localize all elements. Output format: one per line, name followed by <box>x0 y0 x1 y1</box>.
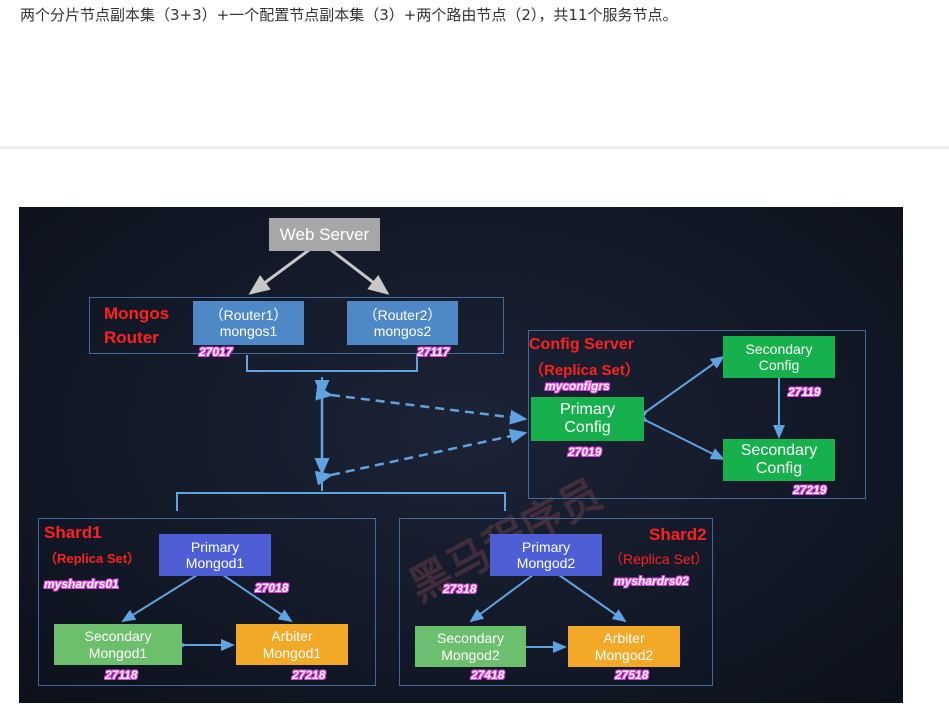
config-primary-secondary2-arrow <box>633 410 725 460</box>
shard2-secondary-node: Secondary Mongod2 <box>415 626 526 667</box>
config-primary-line1: Primary <box>559 400 616 418</box>
shard2-rs-name: myshardrs02 <box>614 574 689 588</box>
shard1-primary-line2: Mongod1 <box>185 555 245 571</box>
shard2-arbiter-node: Arbiter Mongod2 <box>568 626 680 667</box>
config-subtitle: （Replica Set） <box>529 362 640 379</box>
config-title: Config Server <box>529 336 634 353</box>
config-primary-port: 27019 <box>568 445 602 459</box>
mongos-frame <box>89 297 504 354</box>
shard2-frame <box>399 518 713 686</box>
shard2-arbiter-port: 27518 <box>615 668 649 682</box>
router1-node: （Router1） mongos1 <box>193 301 304 345</box>
web-server-node: Web Server <box>269 218 380 251</box>
shard1-primary-arbiter-arrow <box>209 563 293 623</box>
config-rs-name: myconfigrs <box>545 379 610 393</box>
router2-port: 27117 <box>417 345 450 359</box>
shard1-primary-line1: Primary <box>190 538 240 555</box>
architecture-diagram: 黑马程序员 Web Server Mongos Router （Router1）… <box>19 207 903 703</box>
shard2-arbiter-line2: Mongod2 <box>594 646 654 663</box>
shard2-secondary-port: 27418 <box>471 668 505 682</box>
shard2-primary-secondary-arrow <box>469 563 547 623</box>
config-secondary1-line1: Secondary <box>745 340 813 357</box>
shard1-primary-port: 27018 <box>255 581 289 595</box>
config-secondary2-line2: Config <box>755 460 803 477</box>
config-dashed-arrow-bottom <box>314 428 528 486</box>
router1-line2: mongos1 <box>219 323 278 339</box>
shard2-primary-line1: Primary <box>521 538 571 555</box>
shard2-secondary-line1: Secondary <box>437 630 504 647</box>
shard2-primary-port: 27318 <box>443 582 477 596</box>
mongos-title-line1: Mongos <box>104 304 170 323</box>
shard1-subtitle: （Replica Set） <box>44 551 141 566</box>
shard1-primary-node: Primary Mongod1 <box>159 534 271 576</box>
config-dashed-arrow-top <box>315 385 528 425</box>
config-secondary1-port: 27119 <box>788 385 821 399</box>
shard2-secondary-line2: Mongod2 <box>441 646 500 663</box>
shard1-primary-secondary-arrow <box>121 563 211 623</box>
config-secondary2-node: Secondary Config <box>723 439 835 481</box>
mongos-title-line2: Router <box>104 328 159 347</box>
shards-bracket <box>176 492 506 511</box>
router-bracket <box>246 355 418 372</box>
config-secondary2-line1: Secondary <box>740 441 818 459</box>
shard2-primary-line2: Mongod2 <box>516 555 576 571</box>
shard1-title: Shard1 <box>44 523 102 542</box>
config-primary-line2: Config <box>564 419 611 436</box>
shard1-arbiter-port: 27218 <box>292 668 326 682</box>
config-secondary1-line2: Config <box>758 357 800 373</box>
config-frame <box>528 330 866 499</box>
router2-line1: （Router2） <box>363 306 442 323</box>
shard1-arbiter-line1: Arbiter <box>271 628 313 645</box>
web-to-router2-arrow <box>311 231 390 295</box>
shard1-frame <box>38 518 376 686</box>
router1-port: 27017 <box>199 345 233 359</box>
web-server-label: Web Server <box>279 224 370 244</box>
shard1-rs-name: myshardrs01 <box>44 577 119 591</box>
config-primary-secondary1-arrow <box>633 355 725 423</box>
shard1-arbiter-line2: Mongod1 <box>262 644 322 661</box>
config-secondary1-node: Secondary Config <box>723 336 835 378</box>
shard1-secondary-port: 27118 <box>105 668 138 682</box>
shard1-arbiter-node: Arbiter Mongod1 <box>236 624 348 665</box>
caption-text: 两个分片节点副本集（3+3）+一个配置节点副本集（3）+两个路由节点（2），共1… <box>20 6 678 24</box>
router2-node: （Router2） mongos2 <box>347 301 458 345</box>
mongos-title: Mongos Router <box>104 302 169 350</box>
connector-lines <box>121 231 785 653</box>
shard1-secondary-line2: Mongod1 <box>88 644 148 661</box>
config-secondary2-port: 27219 <box>793 483 827 497</box>
shard2-primary-arbiter-arrow <box>545 563 627 623</box>
shard2-subtitle: （Replica Set） <box>609 551 709 567</box>
shard2-primary-node: Primary Mongod2 <box>490 534 602 576</box>
web-to-router1-arrow <box>248 232 329 295</box>
shard2-title: Shard2 <box>649 525 707 544</box>
shard1-secondary-line1: Secondary <box>84 628 152 645</box>
shard1-secondary-node: Secondary Mongod1 <box>54 624 182 665</box>
shard2-arbiter-line1: Arbiter <box>603 630 645 647</box>
router2-line2: mongos2 <box>373 323 432 339</box>
config-primary-node: Primary Config <box>531 397 644 441</box>
router1-line1: （Router1） <box>209 306 288 323</box>
divider <box>0 146 949 149</box>
